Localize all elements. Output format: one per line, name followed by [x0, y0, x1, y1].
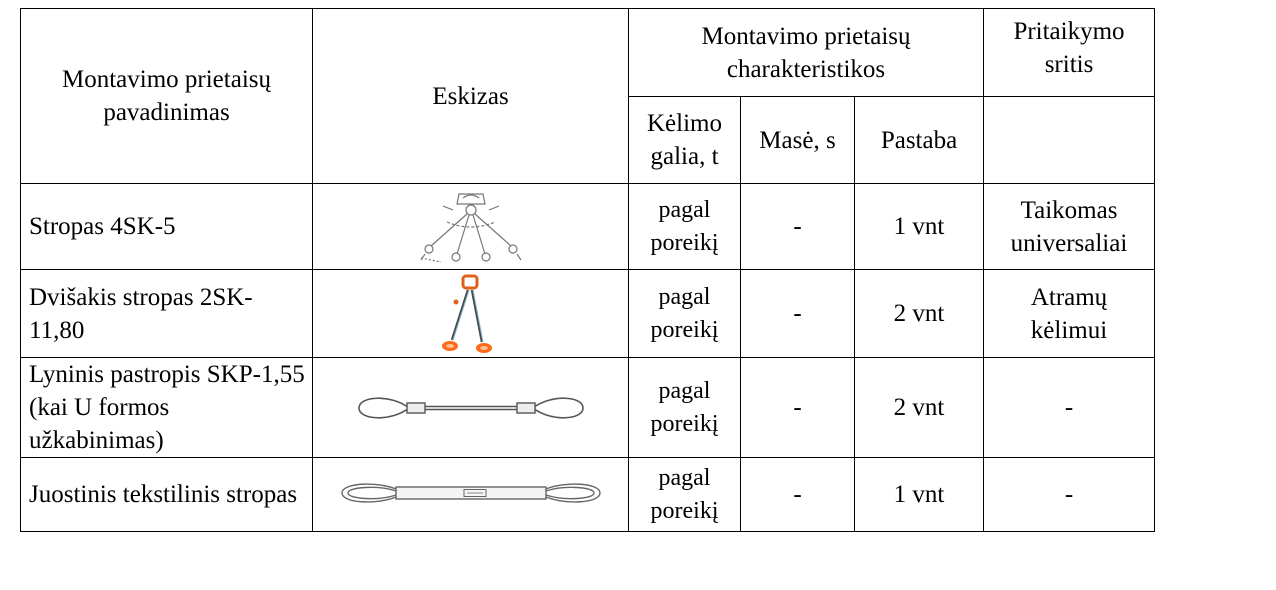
- cell-note: 2 vnt: [854, 357, 984, 458]
- cell-application: -: [983, 357, 1155, 458]
- two-leg-chain-sling-icon: [441, 274, 492, 353]
- cell-mass: -: [740, 357, 855, 458]
- cell-name: Dvišakis stropas 2SK-11,80: [20, 269, 313, 358]
- header-row-1: Montavimo prietaisų pavadinimas Eskizas …: [20, 8, 1155, 184]
- cell-capacity: pagal poreikį: [628, 357, 741, 458]
- cell-note: 2 vnt: [854, 269, 984, 358]
- cell-mass: -: [740, 183, 855, 270]
- table-row: Stropas 4SK-5: [20, 183, 1155, 270]
- cell-sketch: [312, 269, 629, 358]
- table-row: Juostinis tekstilinis stropas pagal pore…: [20, 457, 1155, 532]
- cell-note: 1 vnt: [854, 183, 984, 270]
- header-capacity: Kėlimo galia, t: [628, 96, 741, 184]
- header-note: Pastaba: [854, 96, 984, 184]
- cell-application: Taikomas universaliai: [983, 183, 1155, 270]
- header-mass: Masė, s: [740, 96, 855, 184]
- cell-mass: -: [740, 269, 855, 358]
- cell-sketch: [312, 357, 629, 458]
- cell-note: 1 vnt: [854, 457, 984, 532]
- cell-application: Atramų kėlimui: [983, 269, 1155, 358]
- cell-capacity: pagal poreikį: [628, 183, 741, 270]
- cell-name: Juostinis tekstilinis stropas: [20, 457, 313, 532]
- cell-capacity: pagal poreikį: [628, 457, 741, 532]
- cell-mass: -: [740, 457, 855, 532]
- four-leg-sling-drawing-icon: [420, 192, 521, 263]
- cell-sketch: [312, 457, 629, 532]
- equipment-table: Montavimo prietaisų pavadinimas Eskizas …: [20, 8, 1155, 532]
- cell-name: Stropas 4SK-5: [20, 183, 313, 270]
- header-characteristics: Montavimo prietaisų charakteristikos: [628, 8, 984, 97]
- cell-capacity: pagal poreikį: [628, 269, 741, 358]
- cell-sketch: [312, 183, 629, 270]
- table-row: Dvišakis stropas 2SK-11,80 pagal poreikį…: [20, 269, 1155, 358]
- table-row: Lyninis pastropis SKP-1,55 (kai U formos…: [20, 357, 1155, 458]
- header-application-empty: [983, 96, 1155, 184]
- textile-belt-sling-icon: [340, 482, 601, 503]
- cell-name: Lyninis pastropis SKP-1,55 (kai U formos…: [20, 357, 313, 458]
- cell-application: -: [983, 457, 1155, 532]
- header-name: Montavimo prietaisų pavadinimas: [20, 8, 313, 184]
- header-sketch: Eskizas: [312, 8, 629, 184]
- header-application: Pritaikymo sritis: [983, 8, 1155, 97]
- wire-rope-sling-icon: [357, 396, 584, 419]
